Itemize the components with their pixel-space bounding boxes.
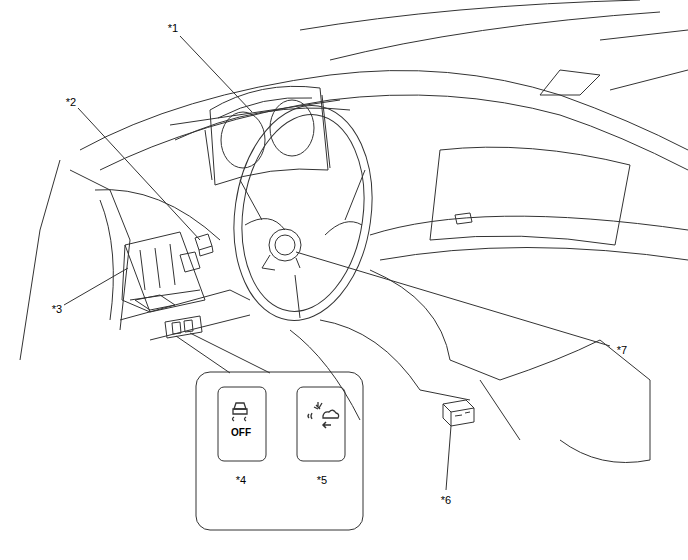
switch-text: OFF — [231, 428, 251, 438]
callout-number: *2 — [66, 97, 76, 108]
callout-number: *5 — [317, 475, 327, 486]
callout-number: *7 — [617, 345, 627, 356]
callout-number: *1 — [168, 23, 178, 34]
callout-number: *6 — [441, 495, 451, 506]
callout-number: *4 — [236, 475, 246, 486]
callout-number: *3 — [52, 304, 62, 315]
